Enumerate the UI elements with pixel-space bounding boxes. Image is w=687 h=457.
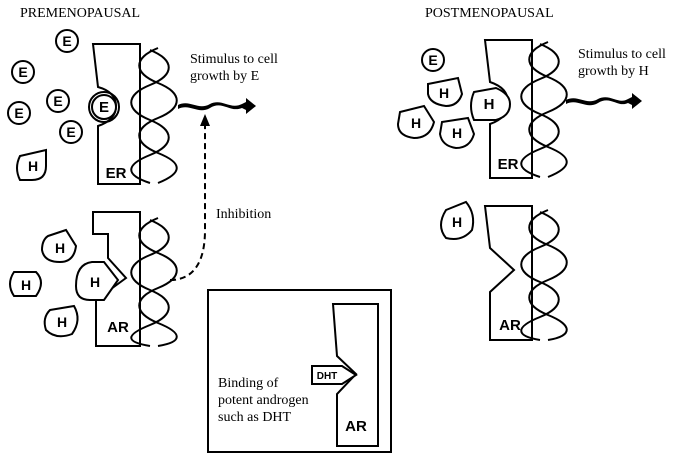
hormone-h-molecule: H bbox=[438, 116, 476, 150]
svg-text:DHT: DHT bbox=[317, 371, 338, 382]
hormone-h-molecule: H bbox=[16, 148, 47, 181]
svg-text:H: H bbox=[439, 85, 449, 101]
inhibition-label: Inhibition bbox=[216, 207, 271, 222]
hormone-h-molecule: H bbox=[427, 76, 464, 108]
panel-title-postmenopausal: POSTMENOPAUSAL bbox=[425, 6, 554, 21]
svg-text:E: E bbox=[14, 105, 23, 121]
inset-text-line3: such as DHT bbox=[218, 410, 292, 425]
dna-helix bbox=[520, 209, 568, 341]
panel-title-premenopausal: PREMENOPAUSAL bbox=[20, 6, 140, 21]
dna-helix bbox=[520, 41, 568, 178]
ar-label: AR bbox=[499, 317, 521, 334]
hormone-h-molecule: H bbox=[43, 304, 79, 338]
svg-text:H: H bbox=[452, 214, 462, 230]
bound-hormone-h-molecule: H bbox=[470, 86, 512, 121]
estrogen-molecule: E bbox=[59, 120, 83, 144]
svg-text:E: E bbox=[99, 99, 109, 116]
svg-text:E: E bbox=[62, 33, 71, 49]
ar-label: AR bbox=[107, 319, 129, 336]
er-label: ER bbox=[106, 165, 127, 182]
stimulus-label-line2: growth by E bbox=[190, 69, 259, 84]
inset-box bbox=[207, 289, 392, 453]
svg-text:E: E bbox=[428, 52, 437, 68]
svg-text:H: H bbox=[411, 115, 421, 131]
estrogen-molecule: E bbox=[55, 29, 79, 53]
svg-text:E: E bbox=[66, 124, 75, 140]
er-label: ER bbox=[498, 156, 519, 173]
stimulus-arrow bbox=[178, 102, 246, 111]
hormone-h-molecule: H bbox=[9, 271, 42, 297]
stimulus-label-line2: growth by H bbox=[578, 64, 649, 79]
dht-molecule: DHT bbox=[311, 365, 358, 385]
svg-text:E: E bbox=[18, 64, 27, 80]
svg-text:H: H bbox=[484, 96, 495, 113]
estrogen-molecule: E bbox=[11, 60, 35, 84]
svg-text:H: H bbox=[21, 277, 31, 293]
svg-text:E: E bbox=[53, 93, 62, 109]
stimulus-arrow bbox=[566, 97, 632, 106]
svg-text:H: H bbox=[452, 125, 462, 141]
svg-text:H: H bbox=[90, 274, 100, 290]
hormone-h-molecule: H bbox=[440, 200, 475, 240]
inset-ar-label: AR bbox=[345, 418, 367, 435]
inset-text-line2: potent androgen bbox=[218, 393, 309, 408]
svg-text:H: H bbox=[57, 314, 67, 330]
svg-text:H: H bbox=[55, 240, 65, 256]
inhibition-arrow bbox=[169, 125, 206, 281]
estrogen-molecule: E bbox=[7, 101, 31, 125]
bound-hormone-h-molecule: H bbox=[74, 261, 120, 301]
stimulus-label-line1: Stimulus to cell bbox=[578, 47, 666, 62]
dna-helix bbox=[130, 217, 178, 347]
inset-text-line1: Binding of bbox=[218, 376, 279, 391]
bound-estrogen-molecule: E bbox=[88, 91, 120, 123]
stimulus-label-line1: Stimulus to cell bbox=[190, 52, 278, 67]
hormone-h-molecule: H bbox=[40, 228, 78, 264]
hormone-h-molecule: H bbox=[396, 104, 436, 140]
androgen-receptor bbox=[483, 205, 533, 341]
dna-helix bbox=[130, 47, 178, 184]
svg-text:H: H bbox=[28, 158, 38, 174]
estrogen-molecule: E bbox=[46, 89, 70, 113]
estrogen-molecule: E bbox=[421, 48, 445, 72]
